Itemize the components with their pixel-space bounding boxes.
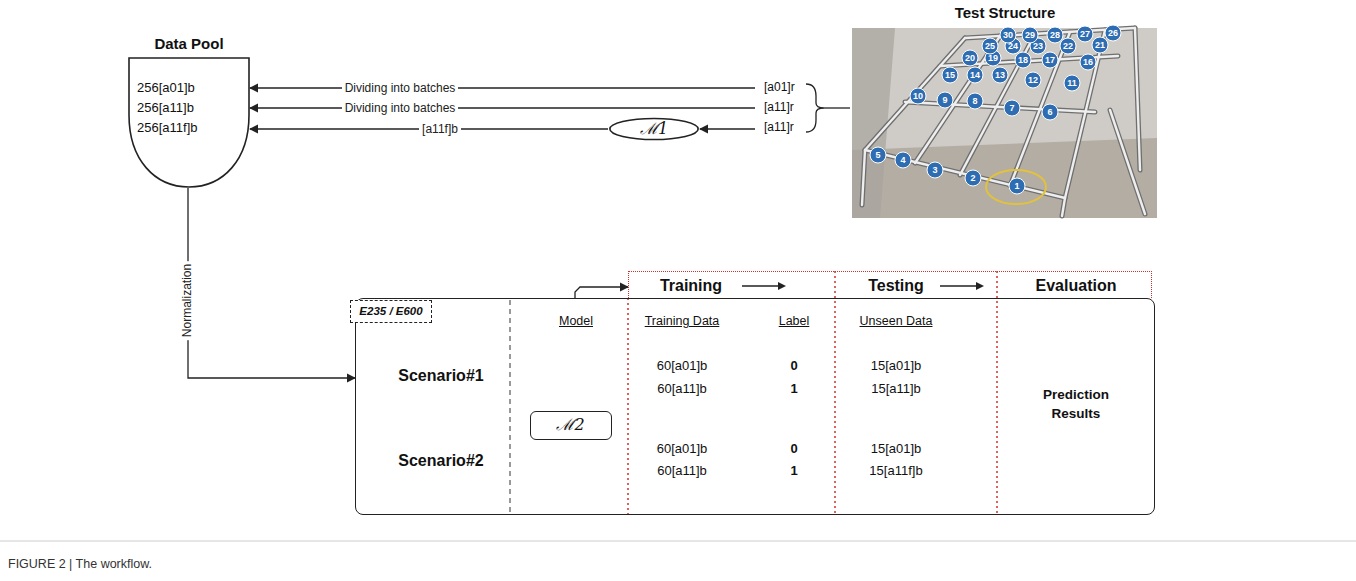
scenario-table: Model Training Data Label Unseen DataScenar… [355, 298, 1155, 515]
connector [575, 287, 628, 298]
header-arrows [742, 282, 984, 290]
column-dividers [510, 271, 997, 514]
callout-number: 6 [1040, 106, 1060, 118]
column-header: Label [764, 314, 824, 329]
pool-heading: Data Pool [128, 35, 250, 53]
edge-label: [a11f]b [419, 122, 461, 137]
callout-number: 13 [990, 69, 1010, 81]
callout-number: 8 [965, 95, 985, 107]
energy-text: E235 / E600 [359, 304, 422, 318]
data-pool: Data Pool 256[a01]b 256[a11]b 256[a11f]b [128, 35, 250, 188]
callout-number: 2 [963, 172, 983, 184]
column-header: Training Data [632, 314, 732, 329]
table-cell: 15[a01]b [856, 441, 936, 457]
stage-name: Testing [856, 276, 936, 296]
connector [188, 188, 355, 378]
edge-label: Normalization [180, 260, 195, 339]
edge-label: Dividing into batches [342, 101, 459, 116]
bowl-path [129, 58, 249, 187]
connector [250, 107, 755, 108]
callout-number: 15 [940, 69, 960, 81]
bracket [806, 84, 824, 132]
callout-number: 19 [983, 52, 1003, 64]
connector [700, 128, 755, 129]
callout-number: 12 [1023, 74, 1043, 86]
callout-number: 11 [1062, 77, 1082, 89]
column-header: Unseen Data [846, 314, 946, 329]
test-structure: Test Structure [755, 2, 1157, 218]
model-ellipse: ℳ1 [608, 117, 700, 141]
connector [250, 87, 755, 88]
result-cell: Prediction Results [1021, 385, 1131, 423]
callout-number: 3 [925, 164, 945, 176]
callout-number: 24 [1003, 40, 1023, 52]
callout-number: 26 [1103, 27, 1123, 39]
caption-rule [0, 541, 1356, 542]
callout-number: 30 [998, 29, 1018, 41]
table-cell: 15[a11f]b [856, 463, 936, 479]
pool-entry: 256[a01]b [137, 80, 247, 96]
callout-number: 10 [908, 90, 928, 102]
table-cell: 60[a11]b [642, 381, 722, 397]
callout-number: 25 [980, 40, 1000, 52]
column-header: Model [536, 314, 616, 329]
model-box: ℳ2 [530, 411, 612, 440]
pool-entry: 256[a11]b [137, 100, 247, 116]
figure-caption: FIGURE 2 | The workflow. [8, 556, 152, 572]
table-cell: 1 [774, 463, 814, 479]
callout-number: 4 [893, 154, 913, 166]
callout-number: 22 [1058, 40, 1078, 52]
callout-number: 7 [1002, 102, 1022, 114]
stage-header: Training Testing Evaluation [628, 271, 1152, 298]
structure-heading: Test Structure [935, 4, 1075, 22]
signal-name: [a11]r [764, 100, 794, 115]
callout-number: 9 [935, 94, 955, 106]
callout-number: 28 [1045, 29, 1065, 41]
table-cell: 60[a01]b [642, 358, 722, 374]
edge-label: Dividing into batches [342, 81, 459, 96]
stage-name: Training [651, 276, 731, 296]
table-cell: 60[a01]b [642, 441, 722, 457]
callout-number: 16 [1078, 56, 1098, 68]
signal-name: [a01]r [764, 80, 795, 95]
ellipse-path [610, 118, 698, 139]
table-cell: 15[a11]b [856, 381, 936, 397]
callout-number: 18 [1013, 54, 1033, 66]
callout-number: 17 [1040, 54, 1060, 66]
callout-number: 14 [965, 69, 985, 81]
table-cell: 0 [774, 441, 814, 457]
bracket-lead [824, 107, 850, 108]
signal-name: [a11]r [764, 120, 794, 135]
stage-name: Evaluation [1021, 276, 1131, 296]
callout-number: 29 [1020, 29, 1040, 41]
energy-tag: E235 / E600 [350, 300, 432, 323]
callout-number: 5 [868, 149, 888, 161]
table-cell: 60[a11]b [642, 463, 722, 479]
table-cell: 15[a01]b [856, 358, 936, 374]
model-name: ℳ2 [556, 415, 584, 435]
table-cell: 1 [774, 381, 814, 397]
callout-number: 1 [1007, 180, 1027, 192]
callout-number: 27 [1075, 28, 1095, 40]
callout-number: 20 [960, 52, 980, 64]
callout-number: 23 [1028, 40, 1048, 52]
scenario-name: Scenario#2 [381, 451, 501, 471]
test-photo [852, 25, 1157, 218]
callout-number: 21 [1090, 39, 1110, 51]
model-name: ℳ1 [640, 119, 668, 139]
table-cell: 0 [774, 358, 814, 374]
scenario-name: Scenario#1 [381, 366, 501, 386]
pool-entry: 256[a11f]b [137, 120, 247, 136]
